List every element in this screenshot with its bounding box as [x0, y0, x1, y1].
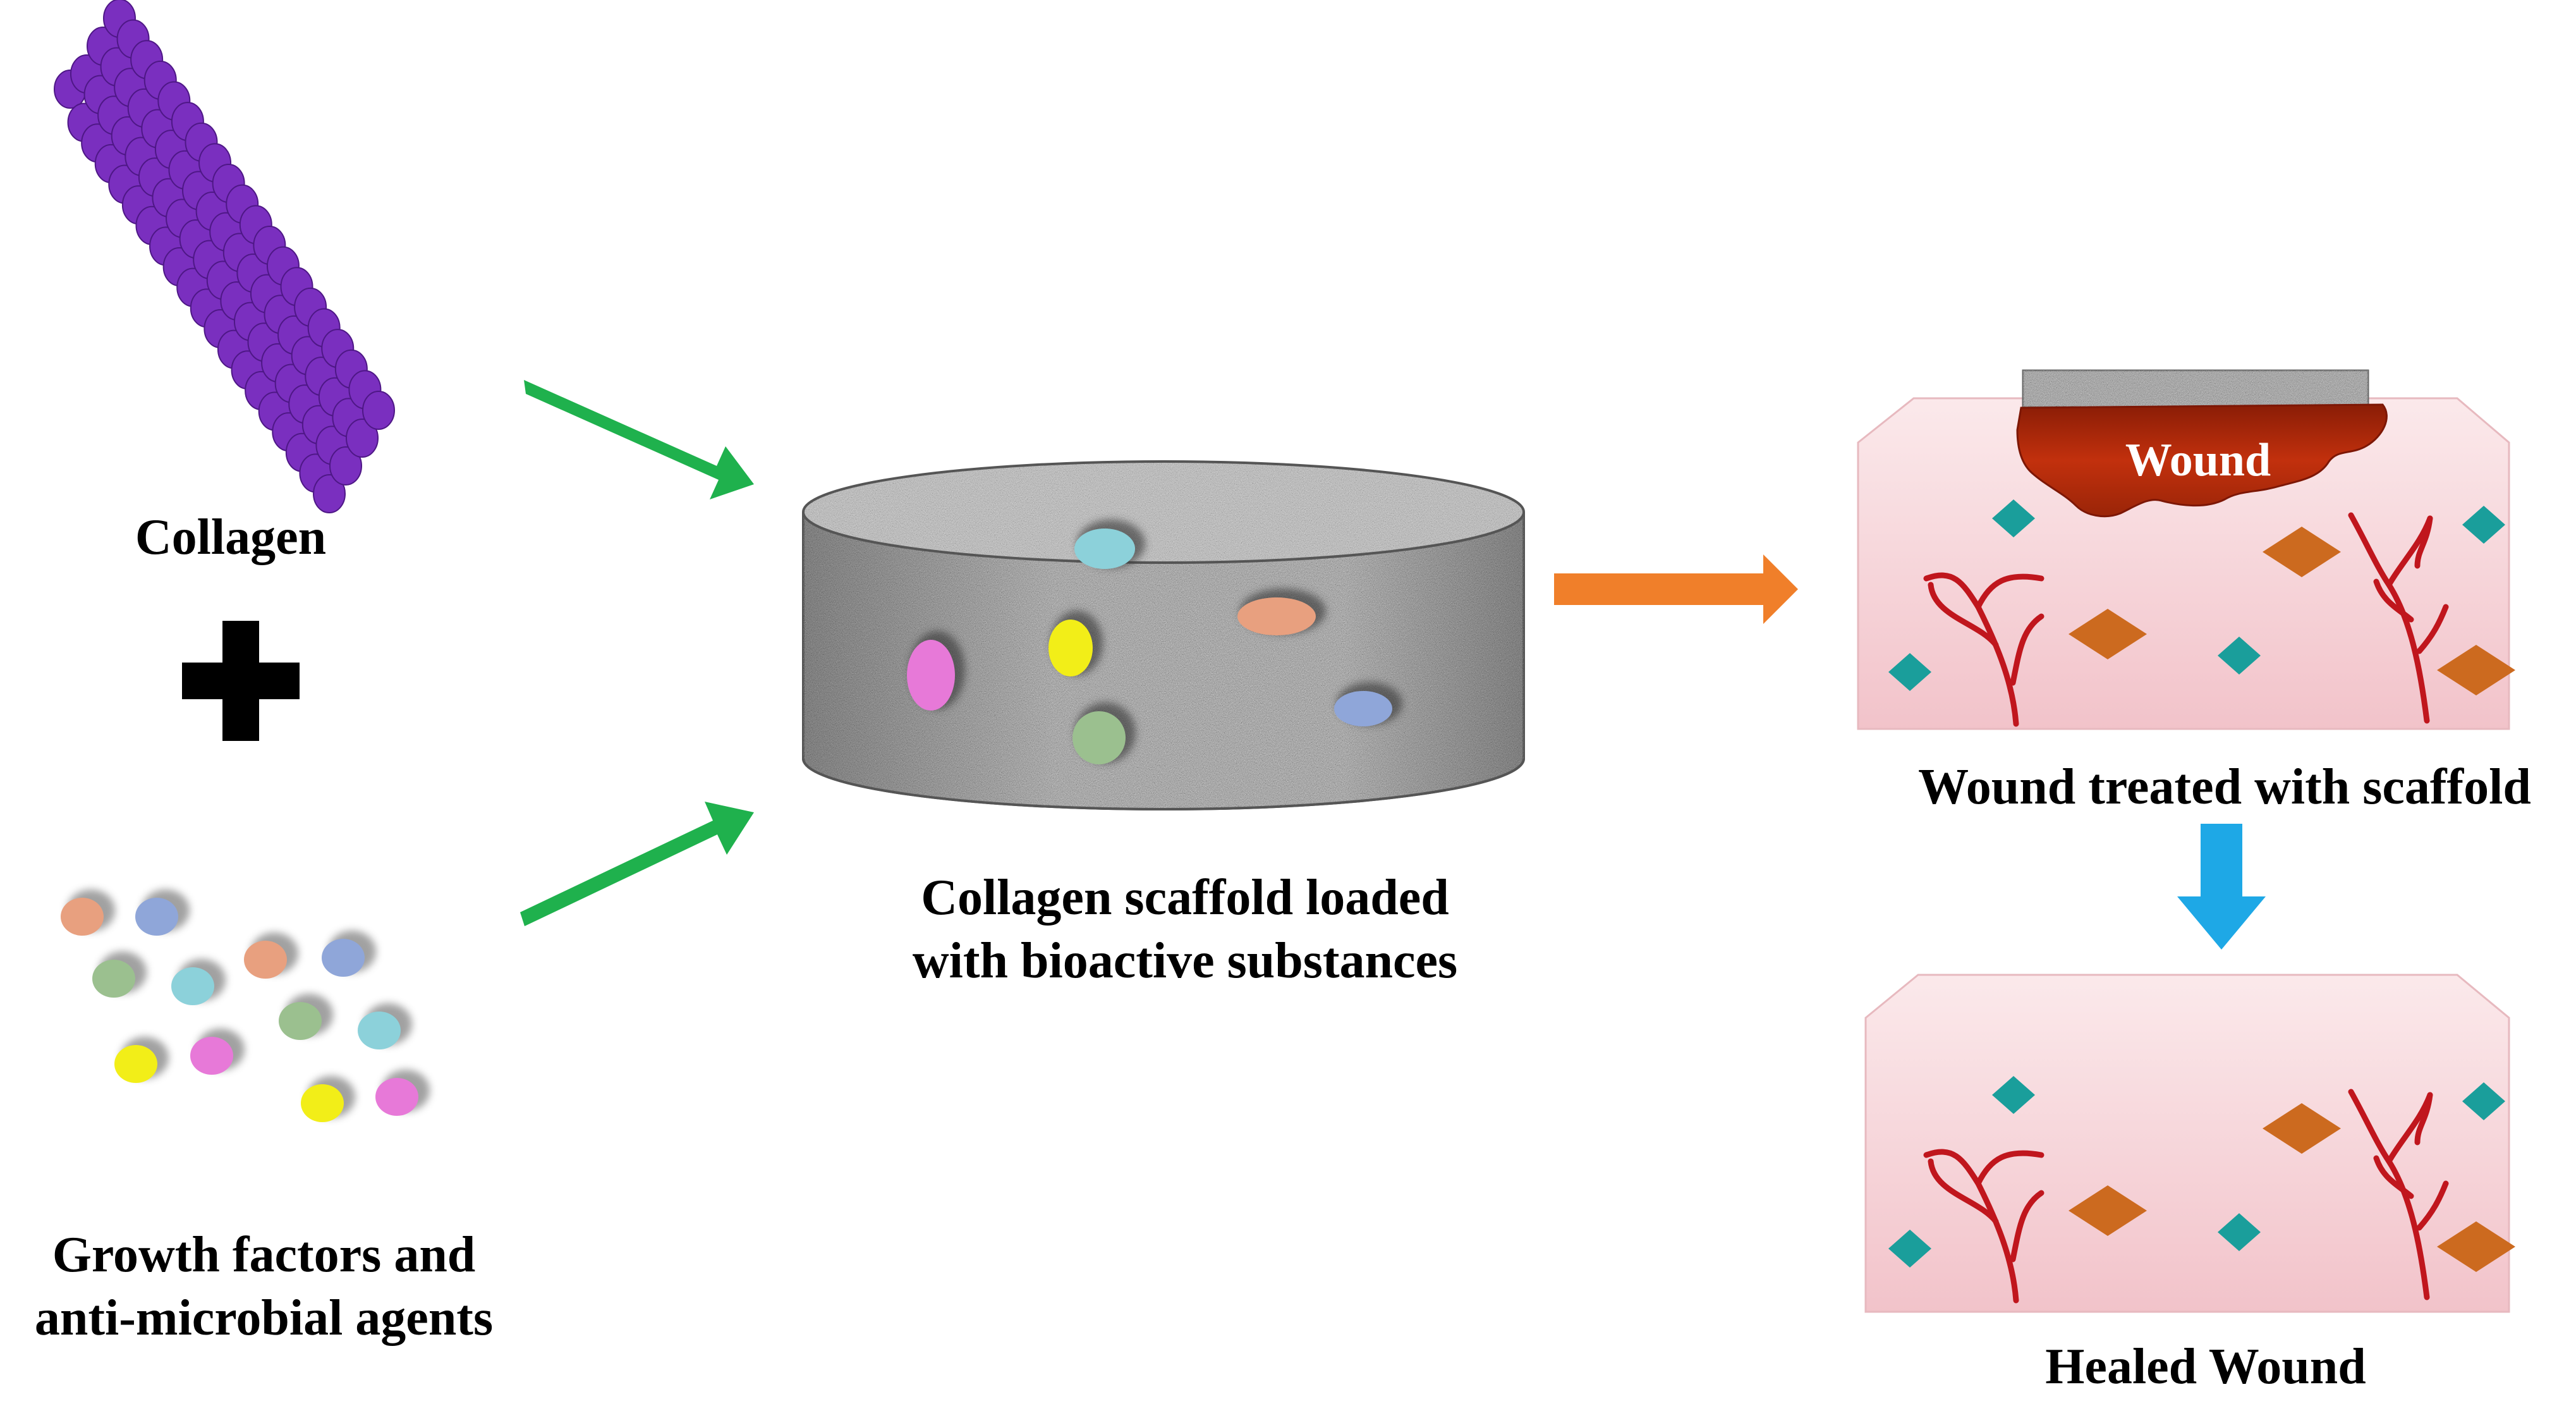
blood-vessel — [2416, 604, 2449, 654]
growth-factors-label-line2: anti-microbial agents — [34, 1290, 494, 1346]
arrow-collagen-to-scaffold — [524, 380, 754, 499]
blood-vessel — [2416, 1180, 2449, 1231]
particle — [61, 898, 104, 936]
teal-diamond — [2218, 1213, 2261, 1251]
embedded-particle — [1237, 597, 1316, 635]
blood-vessel — [2348, 512, 2430, 724]
teal-diamond — [2218, 637, 2261, 675]
arrow-treated-to-healed — [2177, 824, 2266, 950]
blood-vessel — [1928, 1158, 1999, 1225]
embedded-particle — [1334, 691, 1392, 726]
particles-icon — [61, 889, 430, 1122]
orange-diamond — [2263, 1103, 2341, 1154]
orange-diamond — [2437, 645, 2515, 695]
arrow-factors-to-scaffold — [520, 802, 754, 926]
orange-diamond — [2437, 1221, 2515, 1272]
teal-diamond — [2462, 1082, 2505, 1120]
embedded-particle — [907, 640, 955, 711]
healed-wound-label: Healed Wound — [2045, 1339, 2366, 1395]
teal-diamond — [1992, 1076, 2035, 1114]
collagen-bead — [362, 391, 395, 430]
scaffold-label-line2: with bioactive substances — [912, 933, 1458, 989]
blood-vessel — [1975, 1150, 2044, 1187]
blood-vessel — [2010, 1190, 2044, 1262]
teal-diamond — [2462, 506, 2505, 544]
blood-vessel — [2414, 1092, 2433, 1146]
arrow-scaffold-to-wound — [1554, 554, 1798, 624]
orange-diamond — [2069, 609, 2147, 659]
wound-area — [2016, 403, 2388, 518]
wound-label: Wound — [2125, 434, 2271, 486]
blood-vessel — [2414, 515, 2433, 569]
blood-vessel — [2373, 578, 2414, 623]
blood-vessel — [1928, 582, 1999, 648]
embedded-particle — [1074, 529, 1135, 569]
healed-skin-icon — [1864, 974, 2515, 1313]
orange-diamond — [2263, 527, 2341, 577]
teal-diamond — [1888, 1230, 1931, 1268]
collagen-bead — [329, 446, 362, 486]
particle — [375, 1078, 418, 1116]
blood-vessel — [2348, 1089, 2430, 1300]
blood-vessel — [2010, 613, 2044, 686]
particle — [114, 1045, 157, 1083]
particle — [358, 1012, 401, 1049]
particle — [301, 1084, 344, 1122]
plus-icon — [182, 621, 300, 741]
particle — [322, 939, 365, 977]
collagen-bead — [346, 419, 379, 458]
particle — [279, 1002, 322, 1040]
embedded-particle — [1072, 711, 1126, 764]
blood-vessel — [2373, 1155, 2414, 1199]
teal-diamond — [1992, 499, 2035, 537]
skin-wound-icon: Wound — [1857, 369, 2515, 730]
collagen-bead — [313, 474, 346, 513]
collagen-fibril-icon — [54, 0, 395, 513]
particle — [135, 898, 178, 936]
particle — [244, 941, 287, 979]
blood-vessel — [1923, 572, 2019, 727]
collagen-label: Collagen — [135, 510, 327, 565]
particle — [171, 967, 214, 1005]
scaffold-icon — [802, 460, 1525, 810]
blood-vessel — [1975, 573, 2044, 610]
embedded-particle — [1048, 620, 1093, 676]
wound-treated-label: Wound treated with scaffold — [1918, 759, 2531, 815]
teal-diamond — [1888, 653, 1931, 691]
scaffold-embedded-particles — [907, 520, 1402, 764]
particle — [190, 1037, 233, 1075]
growth-factors-label-line1: Growth factors and — [52, 1227, 476, 1283]
scaffold-label-line1: Collagen scaffold loaded — [921, 870, 1449, 926]
blood-vessel — [1923, 1149, 2019, 1304]
particle — [92, 960, 135, 998]
orange-diamond — [2069, 1185, 2147, 1236]
